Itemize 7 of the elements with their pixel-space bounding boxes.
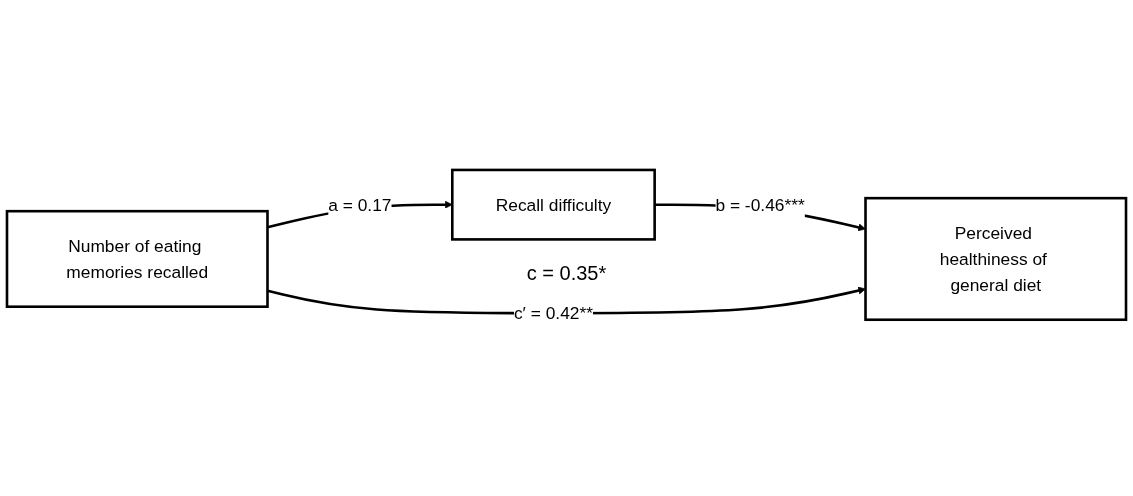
edge-label: b = -0.46*** — [715, 195, 805, 215]
node-box: Perceived healthiness of general diet — [864, 196, 1128, 321]
node-box: Number of eating memories recalled — [5, 209, 269, 308]
node-box: Recall difficulty — [451, 168, 656, 241]
edge-label: a = 0.17 — [328, 195, 392, 215]
edge-label: c′ = 0.42** — [513, 303, 593, 323]
path-coefficient: c = 0.35* — [526, 262, 607, 284]
